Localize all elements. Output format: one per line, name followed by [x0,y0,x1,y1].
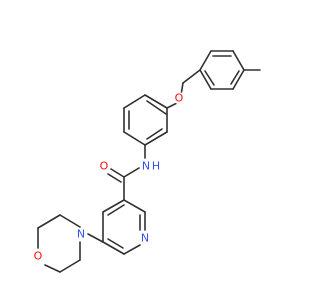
ether-oxygen: O [173,92,185,105]
atom-label-h: H [152,160,160,173]
bond [123,244,141,255]
bond [199,50,212,71]
bond [107,238,124,249]
atom-label-o: O [100,160,109,173]
bond [44,264,61,273]
bonds [37,50,261,273]
bond [146,128,163,140]
bond [107,204,125,216]
bond [123,199,146,213]
bond [199,69,212,90]
amide-nitrogen: N H [141,160,160,173]
bond [204,70,215,86]
bond [59,214,81,228]
bond [144,94,168,109]
bond [232,69,245,90]
bond [123,131,146,146]
bond [166,102,178,109]
pyridine-nitrogen: N [139,232,151,245]
bond [37,214,61,229]
structure-diagram: O N H O N N O [32,50,261,273]
atom-label-o: O [175,92,184,105]
atom-label-n: N [77,228,85,241]
bond [102,199,125,213]
morpholine-oxygen: O [32,250,44,263]
bond [232,50,245,71]
bond [87,233,104,243]
atom-label-n: N [142,160,150,173]
atom-label-n: N [141,232,149,245]
molecule-canvas: O N H O N N O [32,50,261,273]
bond [107,173,122,183]
bond [110,168,125,178]
morpholine-nitrogen: N [75,228,87,241]
bond [230,70,240,85]
bond [59,259,81,273]
bond [123,167,140,178]
bond [146,100,167,115]
atom-labels: O N H O N N O [32,92,185,263]
carbonyl-oxygen: O [98,160,110,173]
bond [123,94,146,109]
atom-label-o: O [34,250,43,263]
bond [182,69,201,84]
bond [144,131,168,146]
bond [102,241,125,255]
